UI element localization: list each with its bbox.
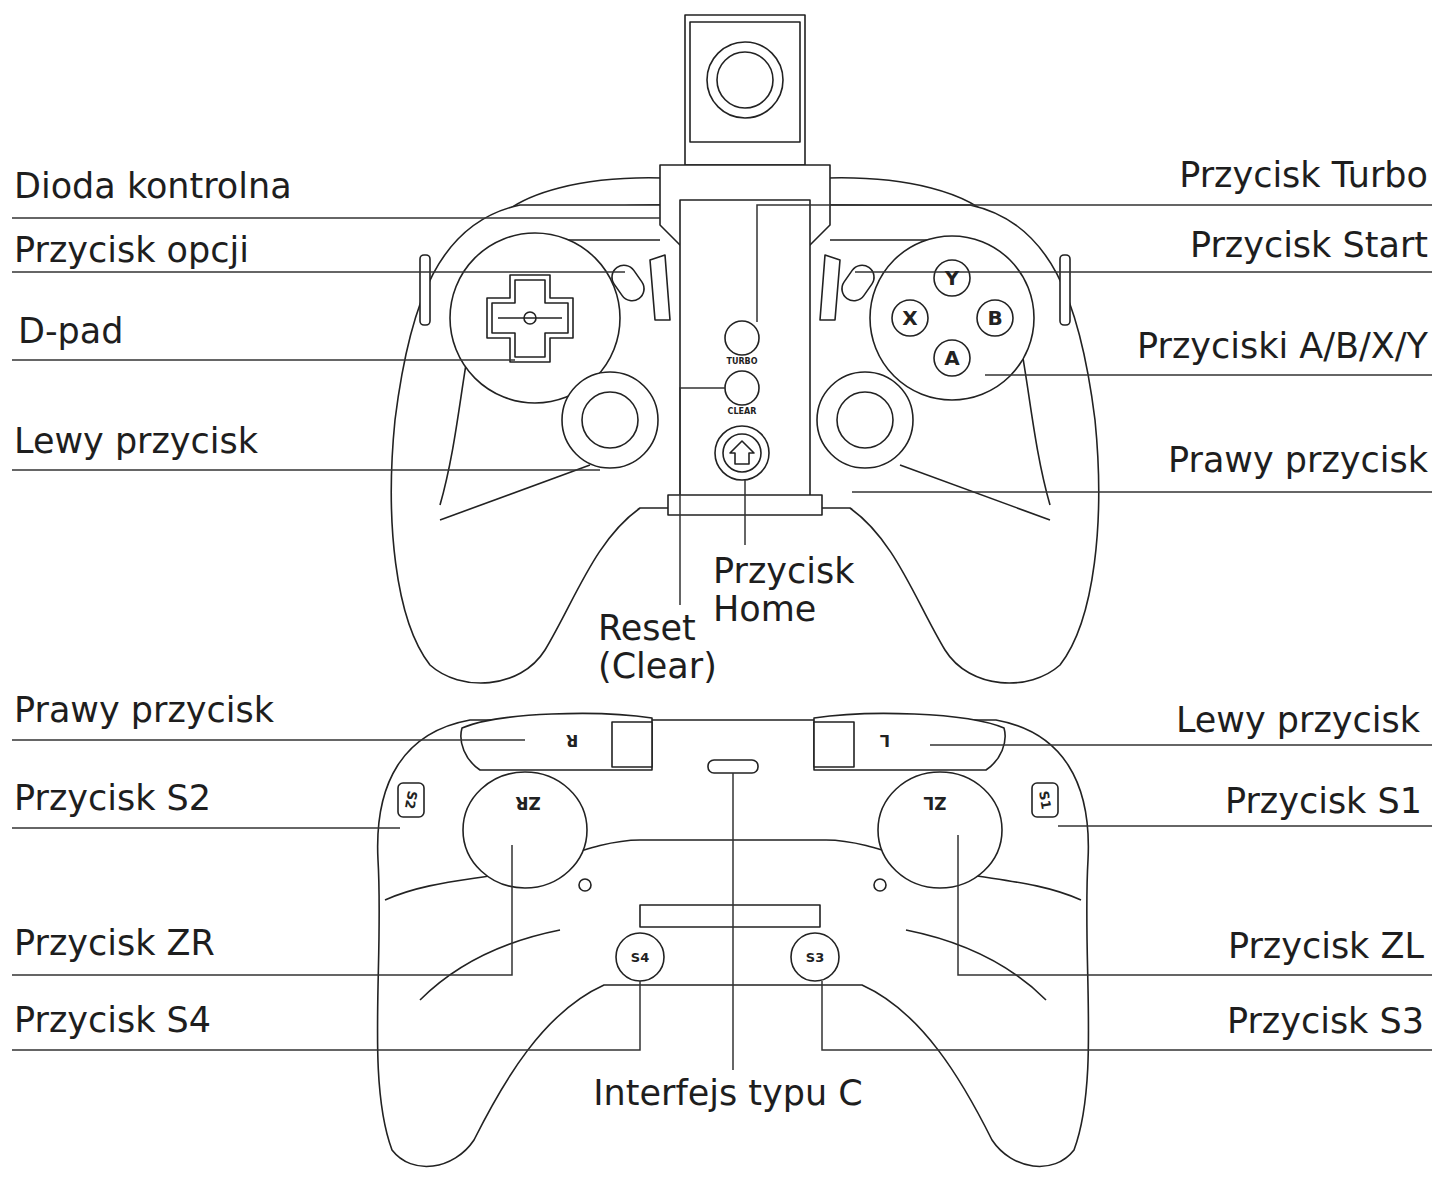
button-marking: A: [944, 348, 959, 368]
part-label: Lewy przycisk: [1176, 699, 1420, 741]
part-label: Przyciski A/B/X/Y: [1137, 325, 1428, 367]
button-marking: L: [880, 732, 890, 748]
part-label: Dioda kontrolna: [14, 165, 292, 207]
part-label: Interfejs typu C: [593, 1072, 863, 1114]
part-label: Przycisk S2: [14, 777, 211, 819]
part-label: Reset (Clear): [598, 610, 723, 686]
part-label: Przycisk S3: [1227, 1000, 1424, 1042]
button-marking: X: [902, 308, 917, 328]
button-marking: S3: [806, 951, 824, 964]
button-marking: R: [566, 732, 578, 748]
part-label: Lewy przycisk: [14, 420, 258, 462]
part-label: Przycisk Home: [713, 553, 873, 629]
part-label: Prawy przycisk: [14, 689, 274, 731]
button-marking: TURBO: [726, 358, 757, 366]
part-label: Przycisk Start: [1190, 224, 1428, 266]
button-marking: S1: [1037, 790, 1053, 810]
button-marking: CLEAR: [728, 408, 757, 416]
part-label: Przycisk ZL: [1228, 925, 1424, 967]
part-label: Przycisk ZR: [14, 922, 215, 964]
button-marking: S2: [403, 790, 419, 810]
part-label: D-pad: [18, 310, 123, 352]
button-marking: ZL: [923, 794, 946, 811]
button-marking: B: [987, 308, 1002, 328]
part-label: Przycisk Turbo: [1179, 154, 1428, 196]
button-marking: ZR: [515, 794, 540, 811]
button-marking: Y: [945, 268, 959, 288]
part-label: Prawy przycisk: [1168, 439, 1428, 481]
part-label: Przycisk S4: [14, 999, 211, 1041]
button-marking: S4: [631, 951, 649, 964]
part-label: Przycisk S1: [1225, 780, 1422, 822]
part-label: Przycisk opcji: [14, 229, 249, 271]
